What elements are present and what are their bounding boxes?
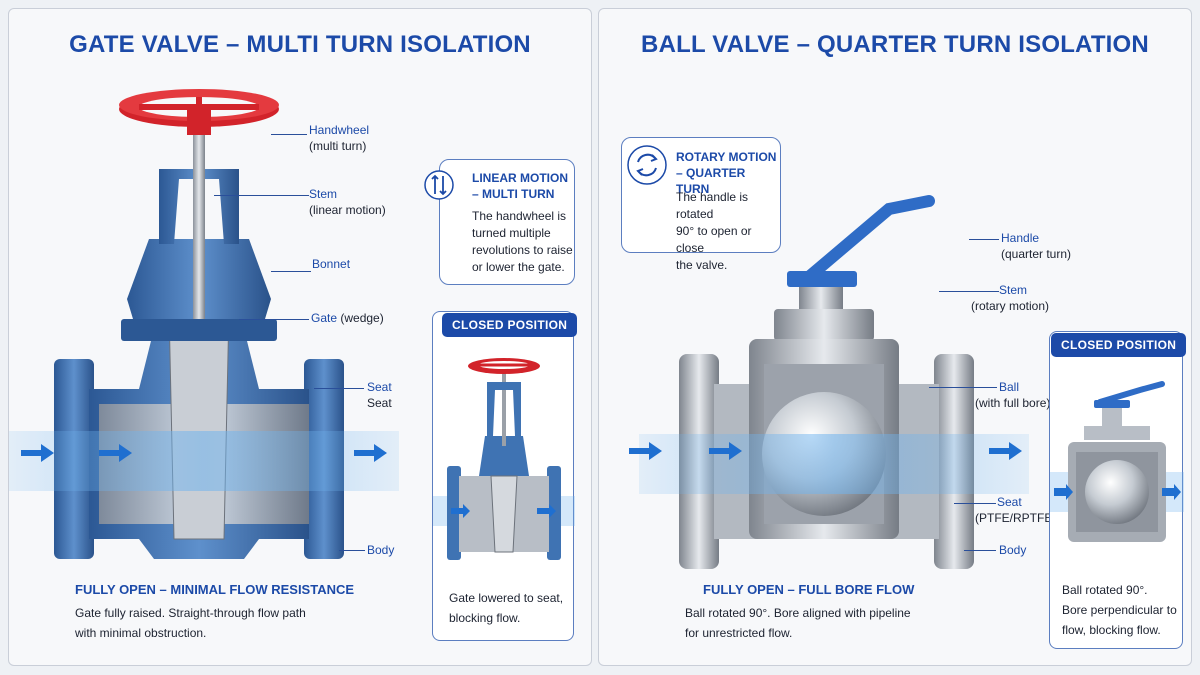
label-handle-sub: (quarter turn) (1001, 247, 1072, 261)
label-ball-body-text: Body (999, 543, 1027, 557)
ball-closed-card: Ball rotated 90°. Bore perpendicular to … (1049, 331, 1184, 649)
label-handwheel: Handwheel (multi turn) (309, 122, 369, 154)
flow-arrow-icon (354, 444, 387, 462)
label-gate-sub: (wedge) (340, 311, 384, 325)
label-seat-2: Seat (367, 395, 392, 411)
leader-line (969, 239, 999, 240)
linear-motion-text: or lower the gate. (472, 260, 565, 274)
linear-motion-text: turned multiple (472, 226, 551, 240)
flow-arrow-icon (989, 442, 1022, 460)
leader-line (954, 503, 996, 504)
linear-motion-title-1: LINEAR MOTION (472, 171, 568, 185)
rotary-motion-title-1: ROTARY MOTION (676, 150, 777, 164)
leader-line (929, 387, 997, 388)
label-ball-seat: Seat (PTFE/RPTFE) (975, 494, 1056, 526)
ball-valve-title: BALL VALVE – QUARTER TURN ISOLATION (641, 31, 1149, 58)
ball-valve-panel: BALL VALVE – QUARTER TURN ISOLATION ROTA… (598, 8, 1192, 666)
ball-open-text-line: for unrestricted flow. (685, 626, 793, 640)
ball-valve-closed-illustration (1050, 381, 1184, 542)
label-seat-1: Seat (367, 379, 392, 395)
label-ball-seat-text: Seat (997, 495, 1022, 509)
flow-arrow-icon (99, 444, 132, 462)
linear-motion-text: The handwheel is (472, 209, 567, 223)
ball-open-title: FULLY OPEN – FULL BORE FLOW (703, 582, 915, 597)
gate-valve-closed-illustration (433, 358, 575, 560)
gate-valve-illustration (9, 89, 399, 559)
linear-motion-title-2: – MULTI TURN (472, 187, 555, 201)
label-gate: Gate (wedge) (311, 310, 384, 326)
gate-valve-panel: GATE VALVE – MULTI TURN ISOLATION (8, 8, 592, 666)
label-body: Body (367, 542, 394, 558)
circular-arrows-icon (627, 145, 667, 185)
label-ball-body: Body (999, 542, 1026, 558)
gate-closed-badge: CLOSED POSITION (442, 313, 578, 337)
label-handwheel-sub: (multi turn) (309, 139, 367, 153)
linear-motion-text: revolutions to raise (472, 243, 573, 257)
label-ball-stem-text: Stem (999, 283, 1028, 297)
label-ball-stem: Stem (rotary motion) (971, 282, 1049, 314)
flow-arrow-icon (21, 444, 54, 462)
rotary-motion-text: The handle is rotated (676, 190, 749, 221)
leader-line (314, 388, 364, 389)
gate-open-text: Gate fully raised. Straight-through flow… (75, 603, 306, 643)
label-stem-text: Stem (309, 187, 338, 201)
label-ball: Ball (with full bore) (975, 379, 1050, 411)
gate-open-text-line: Gate fully raised. Straight-through flow… (75, 606, 306, 620)
leader-line (214, 195, 309, 196)
flow-arrow-icon (709, 442, 742, 460)
label-body-text: Body (367, 543, 395, 557)
label-ball-sub: (with full bore) (975, 396, 1051, 410)
label-ball-text: Ball (999, 380, 1020, 394)
label-seat-1-text: Seat (367, 380, 392, 394)
ball-open-text: Ball rotated 90°. Bore aligned with pipe… (685, 603, 911, 643)
label-handle-text: Handle (1001, 231, 1040, 245)
label-ball-stem-sub: (rotary motion) (971, 299, 1050, 313)
leader-line (271, 134, 307, 135)
ball-closed-text: Bore perpendicular to (1062, 603, 1177, 617)
label-bonnet-text: Bonnet (312, 257, 351, 271)
leader-line (964, 550, 996, 551)
gate-closed-text: Gate lowered to seat, (449, 591, 564, 605)
label-bonnet: Bonnet (312, 256, 350, 272)
ball-open-text-line: Ball rotated 90°. Bore aligned with pipe… (685, 606, 911, 620)
gate-valve-title: GATE VALVE – MULTI TURN ISOLATION (69, 31, 531, 58)
gate-closed-text: blocking flow. (449, 611, 521, 625)
gate-closed-card: Gate lowered to seat, blocking flow. (432, 311, 575, 641)
rotary-motion-text: 90° to open or close (676, 224, 752, 255)
flow-arrow-icon (629, 442, 662, 460)
label-stem-sub: (linear motion) (309, 203, 386, 217)
rotary-motion-card: ROTARY MOTION – QUARTER TURN The handle … (621, 137, 781, 272)
leader-line (271, 271, 311, 272)
ball-closed-text: flow, blocking flow. (1062, 623, 1161, 637)
label-gate-text: Gate (311, 311, 338, 325)
rotary-motion-title-2: – QUARTER TURN (676, 166, 746, 196)
label-stem: Stem (linear motion) (309, 186, 386, 218)
vertical-double-arrow-icon (424, 170, 454, 200)
ball-valve-illustration (639, 195, 1029, 569)
ball-closed-text: Ball rotated 90°. (1062, 583, 1148, 597)
label-handwheel-text: Handwheel (309, 123, 370, 137)
ball-closed-badge: CLOSED POSITION (1051, 333, 1187, 357)
label-seat-2-text: Seat (367, 396, 392, 410)
gate-open-text-line: with minimal obstruction. (75, 626, 207, 640)
leader-line (939, 291, 999, 292)
leader-line (339, 550, 365, 551)
linear-motion-card: LINEAR MOTION – MULTI TURN The handwheel… (424, 159, 575, 285)
label-handle: Handle (quarter turn) (1001, 230, 1071, 262)
rotary-motion-text: the valve. (676, 258, 728, 272)
gate-open-title: FULLY OPEN – MINIMAL FLOW RESISTANCE (75, 582, 355, 597)
label-ball-seat-sub: (PTFE/RPTFE) (975, 511, 1057, 525)
leader-line (239, 319, 309, 320)
